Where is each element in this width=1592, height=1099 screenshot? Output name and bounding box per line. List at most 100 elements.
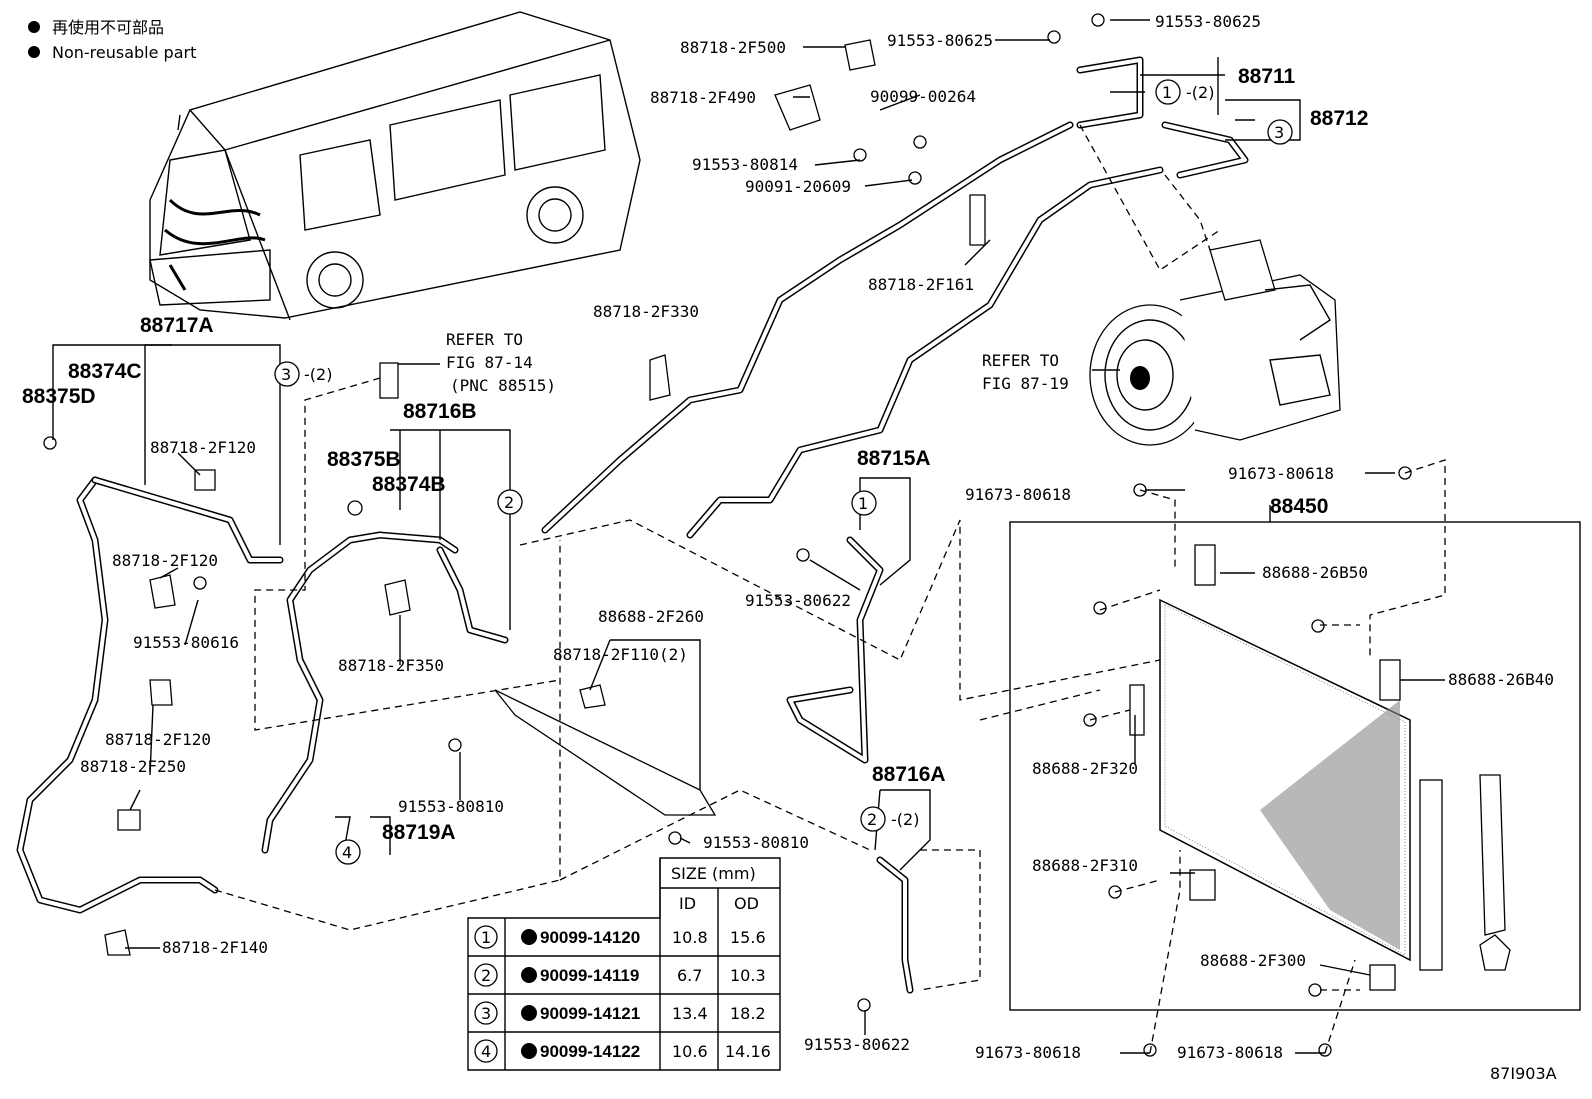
- callout-2-88716a: [860, 806, 886, 832]
- label-91553-80622: 91553-80622: [745, 591, 851, 610]
- label-91673-80618: 91673-80618: [1228, 464, 1334, 483]
- callout-2-88716b: [497, 489, 523, 515]
- label-88688-2f260: 88688-2F260: [598, 607, 704, 626]
- label-90099-00264: 90099-00264: [870, 87, 976, 106]
- callout-3-88712: [1267, 119, 1293, 145]
- condenser: [1159, 598, 1511, 971]
- label-88719a: 88719A: [382, 821, 456, 844]
- label-88688-26b40: 88688-26B40: [1448, 670, 1554, 689]
- label-88718-2f250: 88718-2F250: [80, 757, 186, 776]
- diagram-code: 87I903A: [1490, 1064, 1557, 1083]
- label-88712: 88712: [1310, 107, 1368, 130]
- label-88718-2f120: 88718-2F120: [112, 551, 218, 570]
- row-ref: 2: [481, 966, 491, 985]
- label-88711: 88711: [1238, 65, 1296, 88]
- label-88374b: 88374B: [372, 473, 446, 496]
- label-88718-2f120: 88718-2F120: [150, 438, 256, 457]
- label-88718-2f140: 88718-2F140: [162, 938, 268, 957]
- callout-2-num: 2: [504, 493, 514, 512]
- refer-note-87-19: REFER TO FIG 87-19: [982, 351, 1069, 393]
- legend-jp: 再使用不可部品: [52, 18, 164, 37]
- legend: 再使用不可部品 Non-reusable part: [28, 18, 196, 62]
- size-table-col-id: ID: [679, 894, 696, 913]
- label-91553-80625: 91553-80625: [887, 31, 993, 50]
- label-88718-2f500: 88718-2F500: [680, 38, 786, 57]
- label-88375d: 88375D: [22, 385, 96, 408]
- label-90091-20609: 90091-20609: [745, 177, 851, 196]
- refer-line1: REFER TO: [982, 351, 1059, 370]
- row-part: 90099-14122: [540, 1042, 640, 1061]
- label-91553-80622: 91553-80622: [804, 1035, 910, 1054]
- row-od: 14.16: [725, 1042, 771, 1061]
- label-91553-80810: 91553-80810: [703, 833, 809, 852]
- bracket-2f260: [494, 689, 717, 816]
- legend-en: Non-reusable part: [52, 43, 196, 62]
- callout-3-num: 3: [1274, 123, 1284, 142]
- callout-1-qty: -(2): [1186, 83, 1214, 102]
- label-91673-80618: 91673-80618: [975, 1043, 1081, 1062]
- non-reusable-bullet-icon: [521, 1005, 537, 1021]
- row-id: 10.6: [672, 1042, 708, 1061]
- refer-line2: FIG 87-19: [982, 374, 1069, 393]
- label-88450: 88450: [1270, 495, 1328, 518]
- row-ref: 4: [481, 1042, 491, 1061]
- row-id: 6.7: [677, 966, 702, 985]
- callout-3-88717a: [274, 361, 300, 387]
- label-88718-2f330: 88718-2F330: [593, 302, 699, 321]
- label-88688-2f310: 88688-2F310: [1032, 856, 1138, 875]
- label-88718-2f350: 88718-2F350: [338, 656, 444, 675]
- condenser-frame: [1009, 521, 1581, 1011]
- callout-3-num: 3: [281, 365, 291, 384]
- label-91553-80814: 91553-80814: [692, 155, 798, 174]
- label-88715a: 88715A: [857, 447, 931, 470]
- row-od: 15.6: [730, 928, 766, 947]
- non-reusable-bullet-icon: [521, 1043, 537, 1059]
- small-parts: [43, 13, 1412, 1057]
- non-reusable-bullet-icon: [28, 21, 40, 33]
- refer-note-87-14: REFER TO FIG 87-14 (PNC 88515): [398, 330, 556, 395]
- callout-4-88719a: [335, 839, 361, 865]
- size-table-row: 4 90099-14122 10.6 14.16: [474, 1039, 771, 1063]
- row-part: 90099-14120: [540, 928, 640, 947]
- callout-1-num: 1: [858, 494, 868, 513]
- label-88688-2f320: 88688-2F320: [1032, 759, 1138, 778]
- callout-4-num: 4: [342, 843, 352, 862]
- row-od: 18.2: [730, 1004, 766, 1023]
- label-88716b: 88716B: [403, 400, 477, 423]
- assembly-labels: 88711 88712 88717A 88374C 88375D 88716B …: [22, 65, 1368, 844]
- refer-line3: (PNC 88515): [450, 376, 556, 395]
- non-reusable-bullet-icon: [521, 929, 537, 945]
- label-88688-2f300: 88688-2F300: [1200, 951, 1306, 970]
- label-91673-80618: 91673-80618: [1177, 1043, 1283, 1062]
- non-reusable-bullet-icon: [521, 967, 537, 983]
- compressor: [1089, 239, 1341, 446]
- label-88375b: 88375B: [327, 448, 401, 471]
- pipes: [16, 56, 1249, 994]
- refer-line1: REFER TO: [446, 330, 523, 349]
- van-illustration: [149, 11, 641, 321]
- size-table-row: 1 90099-14120 10.8 15.6: [474, 925, 766, 949]
- label-91553-80616: 91553-80616: [133, 633, 239, 652]
- label-91553-80625: 91553-80625: [1155, 12, 1261, 31]
- dashed-guides: [214, 124, 1446, 1054]
- row-part: 90099-14121: [540, 1004, 640, 1023]
- size-table-header: SIZE (mm): [671, 864, 756, 883]
- label-88718-2f161: 88718-2F161: [868, 275, 974, 294]
- label-88716a: 88716A: [872, 763, 946, 786]
- row-ref: 3: [481, 1004, 491, 1023]
- row-id: 10.8: [672, 928, 708, 947]
- size-table: SIZE (mm) ID OD 1 90099-14120 10.8 15.6 …: [467, 857, 781, 1071]
- row-id: 13.4: [672, 1004, 708, 1023]
- size-table-row: 3 90099-14121 13.4 18.2: [474, 1001, 766, 1025]
- label-88688-26b50: 88688-26B50: [1262, 563, 1368, 582]
- callouts: 1 -(2) 3 3 -(2) 2 1 2 -(2) 4: [274, 79, 1293, 865]
- label-88718-2f490: 88718-2F490: [650, 88, 756, 107]
- label-88718-2f120: 88718-2F120: [105, 730, 211, 749]
- part-labels: 88718-2F500 88718-2F490 91553-80625 9155…: [80, 12, 1554, 1062]
- non-reusable-bullet-icon: [28, 46, 40, 58]
- size-table-row: 2 90099-14119 6.7 10.3: [474, 963, 766, 987]
- callout-3-qty: -(2): [304, 365, 332, 384]
- label-88374c: 88374C: [68, 360, 142, 383]
- label-91673-80618: 91673-80618: [965, 485, 1071, 504]
